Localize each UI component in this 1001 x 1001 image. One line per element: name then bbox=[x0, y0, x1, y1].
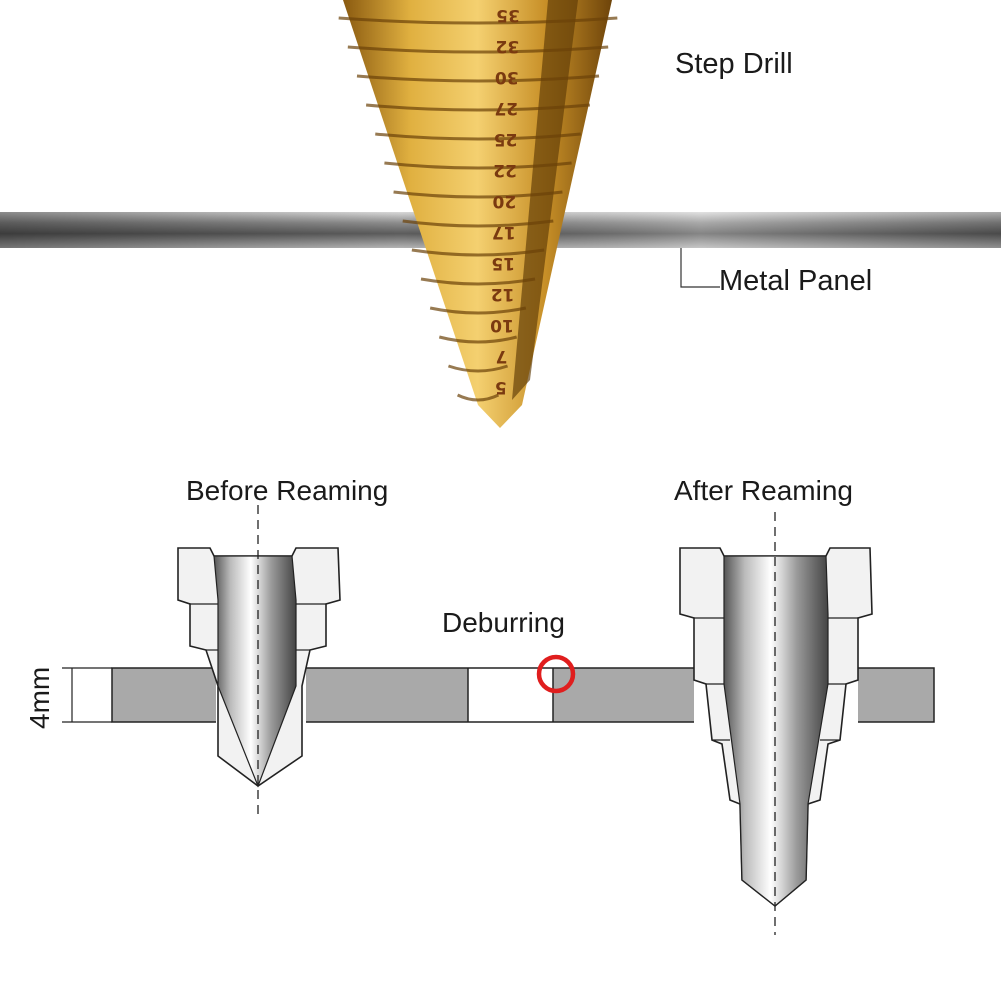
drill-steps bbox=[338, 16, 618, 402]
drill-size-marking: 30 bbox=[495, 67, 519, 87]
drill-size-marking: 27 bbox=[494, 98, 518, 118]
step-drill-bit: 35 32 30 27 25 22 20 17 15 12 10 7 5 bbox=[338, 0, 618, 428]
drill-step-ring bbox=[338, 16, 618, 25]
drill-size-marking: 7 bbox=[495, 346, 507, 366]
drill-size-marking: 35 bbox=[496, 5, 520, 25]
drill-step-ring bbox=[384, 161, 572, 170]
drill-step-ring bbox=[420, 277, 536, 286]
after-reaming-label: After Reaming bbox=[674, 475, 853, 506]
drill-step-ring bbox=[402, 219, 554, 228]
drill-size-marking: 5 bbox=[495, 377, 507, 397]
drill-size-marking: 15 bbox=[491, 253, 515, 273]
deburring-highlight-circle bbox=[536, 654, 576, 694]
after-reaming-drill bbox=[679, 512, 873, 935]
drill-size-marking: 17 bbox=[492, 222, 516, 242]
drill-size-marking: 12 bbox=[491, 284, 515, 304]
step-drill-label: Step Drill bbox=[675, 48, 793, 80]
drill-step-ring bbox=[375, 132, 581, 141]
drill-size-marking: 10 bbox=[490, 315, 514, 335]
drill-size-marking: 20 bbox=[492, 191, 516, 211]
drill-size-marking: 32 bbox=[496, 36, 520, 56]
before-reaming-label: Before Reaming bbox=[186, 475, 388, 506]
drill-step-ring bbox=[393, 190, 563, 199]
drill-flute bbox=[512, 0, 578, 400]
drill-step-ring bbox=[447, 364, 509, 373]
drill-step-ring bbox=[365, 103, 591, 112]
drill-step-ring bbox=[347, 45, 609, 54]
metal-panel-leader bbox=[680, 248, 720, 288]
metal-panel-label: Metal Panel bbox=[719, 265, 872, 297]
drill-size-markings: 35 32 30 27 25 22 20 17 15 12 10 7 5 bbox=[490, 5, 520, 397]
drill-step-ring bbox=[356, 74, 600, 83]
drill-step-ring bbox=[438, 335, 518, 344]
drill-size-marking: 25 bbox=[494, 129, 518, 149]
thickness-label: 4mm bbox=[24, 667, 55, 729]
drill-step-ring bbox=[429, 306, 527, 315]
drill-size-marking: 22 bbox=[493, 160, 517, 180]
drill-step-ring bbox=[456, 393, 500, 402]
before-reaming-drill bbox=[177, 505, 341, 820]
deburring-label: Deburring bbox=[442, 607, 565, 638]
drill-step-ring bbox=[411, 248, 545, 257]
thickness-dimension: 4mm bbox=[24, 667, 112, 729]
